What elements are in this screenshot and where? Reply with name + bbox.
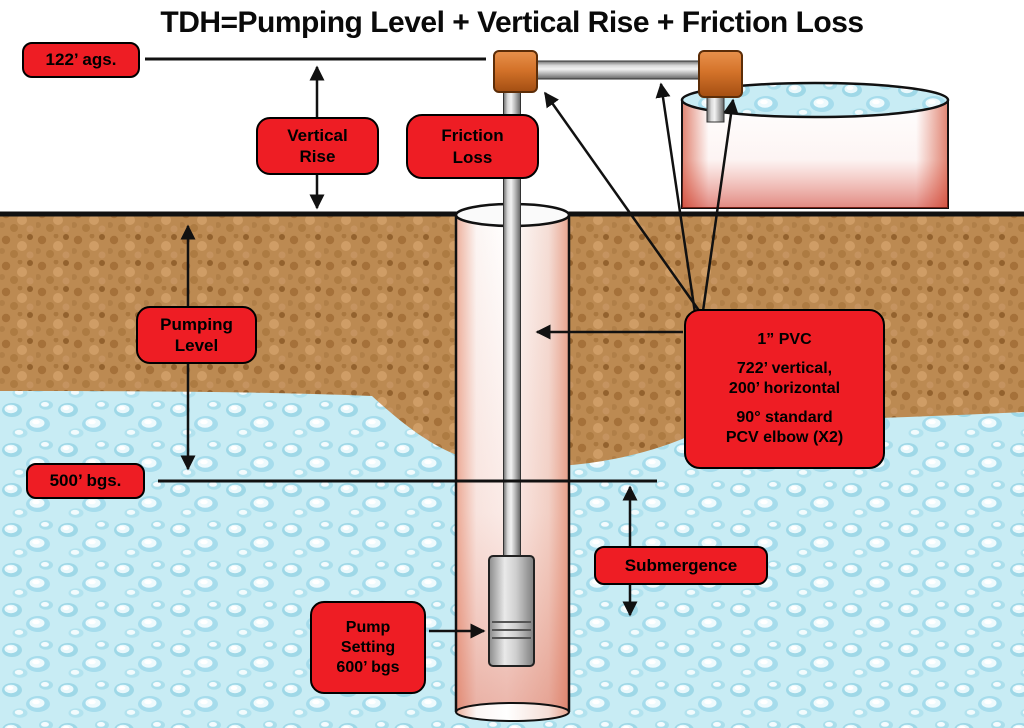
label-line: Setting xyxy=(340,638,396,656)
label-line: 722’ vertical, xyxy=(736,360,833,377)
diagram-title: TDH=Pumping Level + Vertical Rise + Fric… xyxy=(160,6,864,39)
tank-water-surface xyxy=(680,81,950,119)
label-line: 500’ bgs. xyxy=(49,471,122,491)
label-line: Rise xyxy=(299,147,336,166)
pumping-level-label: Pumping Level xyxy=(136,306,257,364)
horizontal-discharge-pipe xyxy=(534,60,703,80)
submersible-pump xyxy=(488,555,535,667)
label-line: Level xyxy=(174,336,219,355)
label-line: PCV elbow (X2) xyxy=(725,429,844,446)
label-line: Submergence xyxy=(624,555,738,575)
submergence-label: Submergence xyxy=(594,546,768,585)
vertical-rise-label: Vertical Rise xyxy=(256,117,379,175)
right-pvc-elbow xyxy=(698,50,743,98)
friction-loss-label: Friction Loss xyxy=(406,114,539,179)
pvc-callout-arrow-left-elbow xyxy=(543,91,702,313)
label-line: 200’ horizontal xyxy=(728,380,841,397)
label-line: Friction xyxy=(441,126,504,146)
pvc-callout-arrow-pipe xyxy=(655,82,697,314)
label-line: Pumping xyxy=(160,314,233,334)
left-pvc-elbow xyxy=(493,50,538,93)
label-line: 600’ bgs xyxy=(336,658,400,676)
label-line: 1” PVC xyxy=(757,331,812,348)
pvc-callout-arrow-right-elbow xyxy=(701,98,739,312)
label-line: 122’ ags. xyxy=(45,50,117,70)
pvc-spec-label: 1” PVC 722’ vertical, 200’ horizontal 90… xyxy=(684,309,885,469)
label-line: Loss xyxy=(452,147,493,167)
ags-elevation-label: 122’ ags. xyxy=(22,42,140,78)
pump-setting-label: Pump Setting 600’ bgs xyxy=(310,601,426,694)
label-line: 90° standard xyxy=(736,409,833,426)
label-line: Pump xyxy=(345,618,391,636)
label-line: Vertical xyxy=(287,125,348,145)
bgs-depth-label: 500’ bgs. xyxy=(26,463,145,499)
